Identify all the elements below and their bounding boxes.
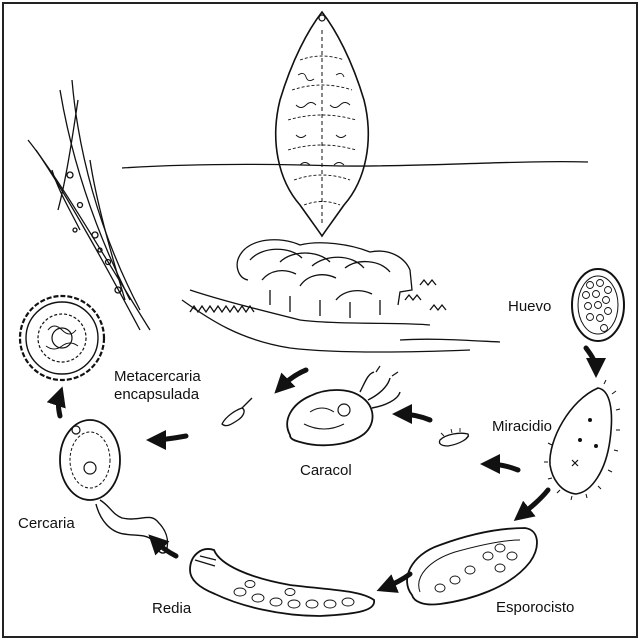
miracidium-illustration <box>544 379 621 501</box>
water-line <box>121 160 589 169</box>
label-redia: Redia <box>152 600 192 617</box>
arrow-snail-to-metacercaria <box>274 367 309 394</box>
arrow-miracidium-to-sporocyst <box>513 487 551 521</box>
metacercaria-cyst-illustration <box>18 294 106 382</box>
redia-illustration <box>189 548 375 617</box>
arrow-miracidium-to-snail <box>392 404 433 425</box>
arrow-sporocyst-to-redia <box>376 571 413 593</box>
grass-illustration <box>27 79 151 331</box>
free-cercaria-illustration <box>221 397 253 427</box>
label-esporocisto: Esporocisto <box>496 599 575 616</box>
small-miracidium-illustration <box>438 428 470 447</box>
label-cercaria: Cercaria <box>18 515 75 532</box>
label-huevo: Huevo <box>508 298 552 315</box>
arrow-miracidium-left <box>480 454 521 475</box>
snail-illustration <box>286 365 401 447</box>
arrow-cercaria-to-cyst <box>46 386 66 419</box>
egg-illustration <box>571 268 625 342</box>
sporocyst-illustration <box>406 527 538 606</box>
label-caracol: Caracol <box>300 462 352 479</box>
label-miracidio: Miracidio <box>492 418 553 435</box>
label-metacercaria-line2: encapsulada <box>114 386 200 403</box>
arrow-egg-to-miracidium <box>583 345 606 378</box>
arrow-redia-to-cercaria <box>148 534 179 559</box>
label-metacercaria-line1: Metacercaria <box>114 368 201 385</box>
sheep-pasture-illustration <box>181 239 501 353</box>
life-cycle-arrows <box>46 345 606 593</box>
adult-fluke-illustration <box>274 10 370 238</box>
arrow-metacercaria-to-cyst <box>146 429 189 450</box>
